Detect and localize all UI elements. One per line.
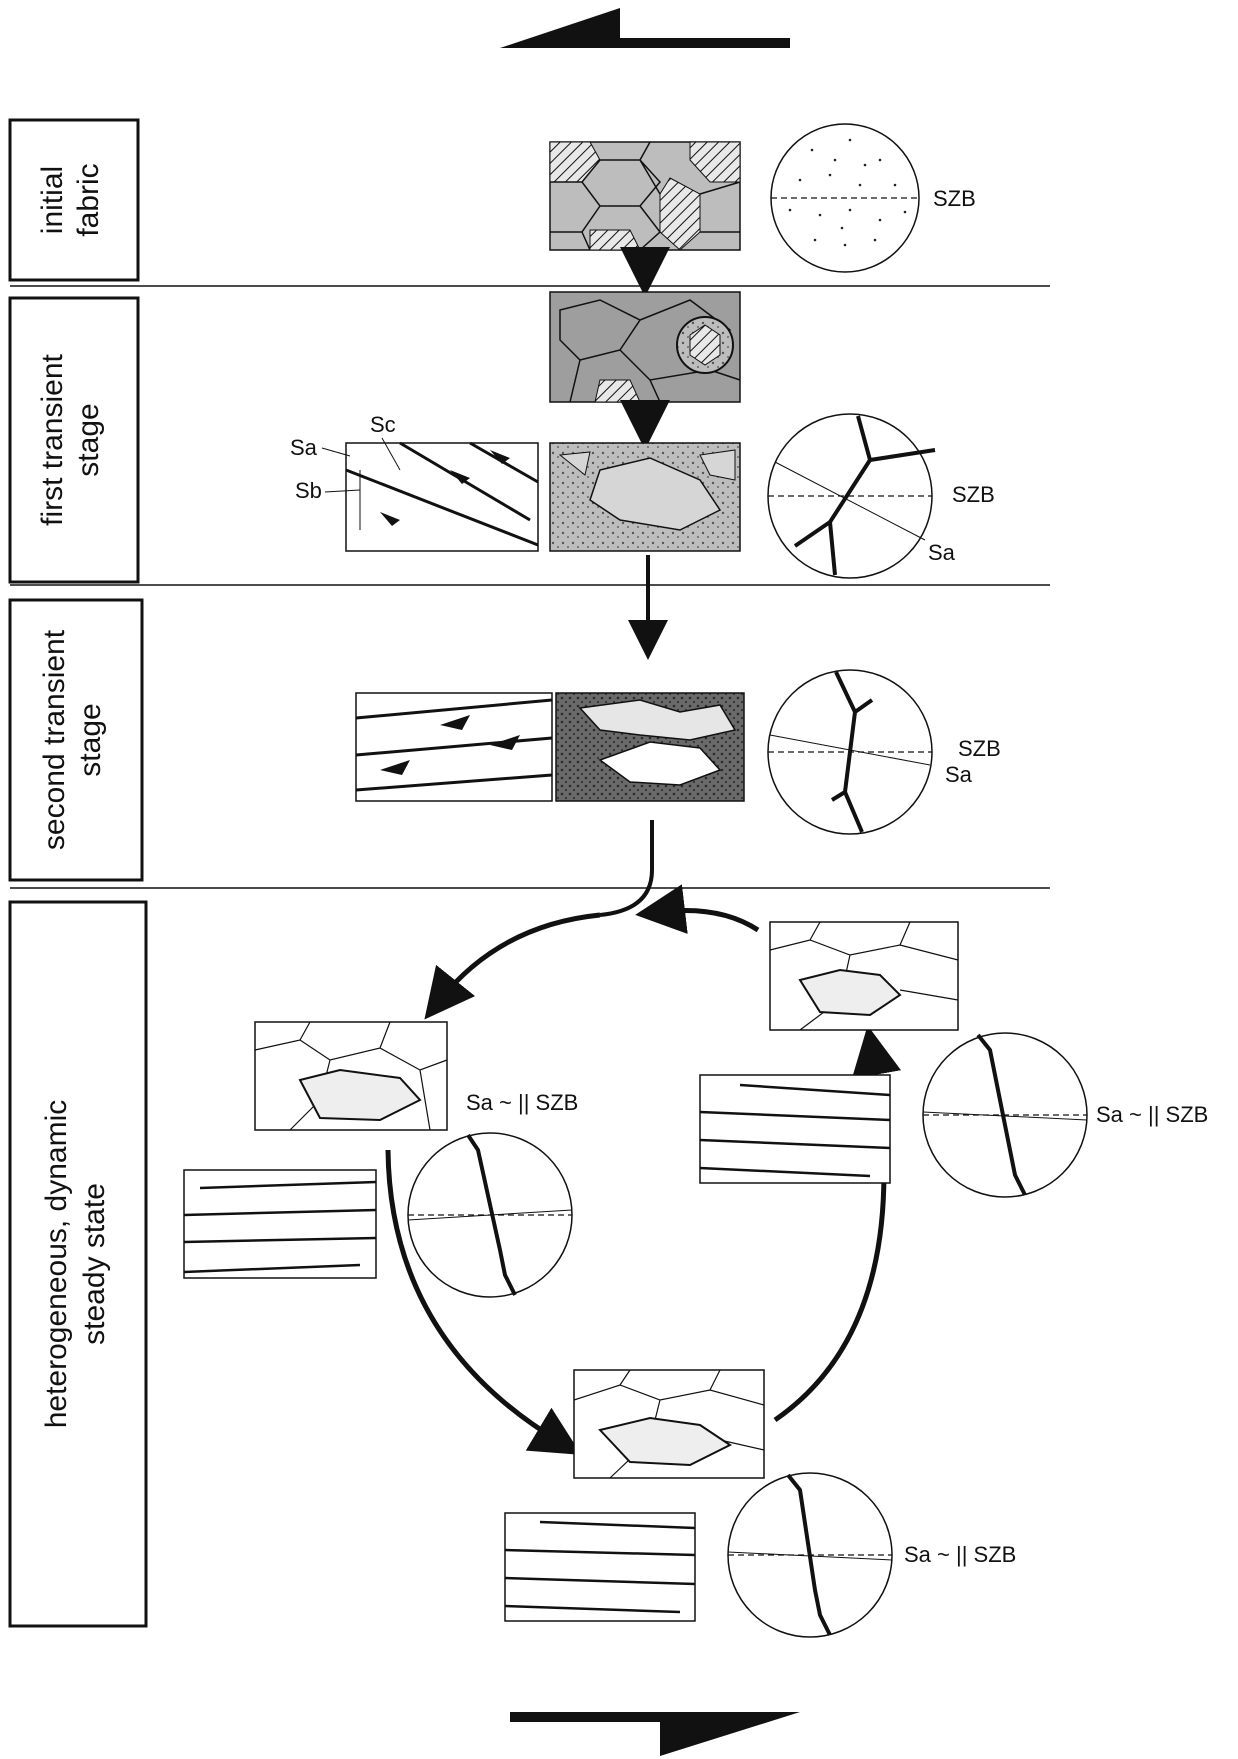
steady-left-shear-sketch xyxy=(184,1170,376,1278)
label-szb-second: SZB xyxy=(958,736,1001,761)
connector-second-to-steady xyxy=(600,820,652,915)
label-szb-initial: SZB xyxy=(933,186,976,211)
bottom-shear-arrow xyxy=(510,1712,800,1756)
second-transient-microstructure xyxy=(556,693,744,801)
steady-right-shear-sketch xyxy=(700,1075,890,1183)
label-sa-parallel-left: Sa ~ || SZB xyxy=(466,1090,578,1115)
second-transient-shear-sketch xyxy=(356,693,552,801)
label-sb: Sb xyxy=(295,478,322,503)
label-sa-parallel-right: Sa ~ || SZB xyxy=(1096,1102,1208,1127)
second-transient-pole-figure xyxy=(768,670,932,834)
steady-right-pole-figure xyxy=(923,1033,1087,1197)
label-sa-parallel-bottom: Sa ~ || SZB xyxy=(904,1542,1016,1567)
cycle-arrow-right-top xyxy=(660,910,758,930)
label-sa-first: Sa xyxy=(928,540,956,565)
stage-initial-line1: initial xyxy=(36,166,69,234)
cycle-arrow-top-left xyxy=(440,915,600,1000)
stage-initial-line2: fabric xyxy=(72,163,105,236)
steady-bottom-pole-figure xyxy=(728,1473,892,1637)
first-transient-shear-sketch xyxy=(346,443,538,551)
stage-first-line2: stage xyxy=(72,403,105,476)
steady-left-microstructure xyxy=(255,1022,447,1130)
steady-bottom-microstructure xyxy=(574,1370,764,1478)
stage-steady-line2: steady state xyxy=(78,1183,111,1345)
label-sc: Sc xyxy=(370,412,396,437)
steady-bottom-shear-sketch xyxy=(505,1513,695,1621)
steady-right-microstructure xyxy=(770,922,958,1030)
initial-pole-figure xyxy=(771,124,919,272)
stage-second-line2: stage xyxy=(74,703,107,776)
label-sa-sketch: Sa xyxy=(290,435,318,460)
steady-left-pole-figure xyxy=(408,1133,572,1297)
first-transient-pole-figure xyxy=(768,414,935,578)
stage-second-line1: second transient xyxy=(38,629,71,850)
stage-steady-line1: heterogeneous, dynamic xyxy=(40,1100,73,1429)
label-sa-second: Sa xyxy=(945,762,973,787)
stage-first-line1: first transient xyxy=(36,353,69,525)
top-shear-arrow xyxy=(500,8,790,48)
first-transient-microstructure-top xyxy=(550,292,740,402)
first-transient-microstructure-bottom xyxy=(550,443,740,551)
initial-microstructure xyxy=(550,142,740,250)
label-szb-first: SZB xyxy=(952,482,995,507)
